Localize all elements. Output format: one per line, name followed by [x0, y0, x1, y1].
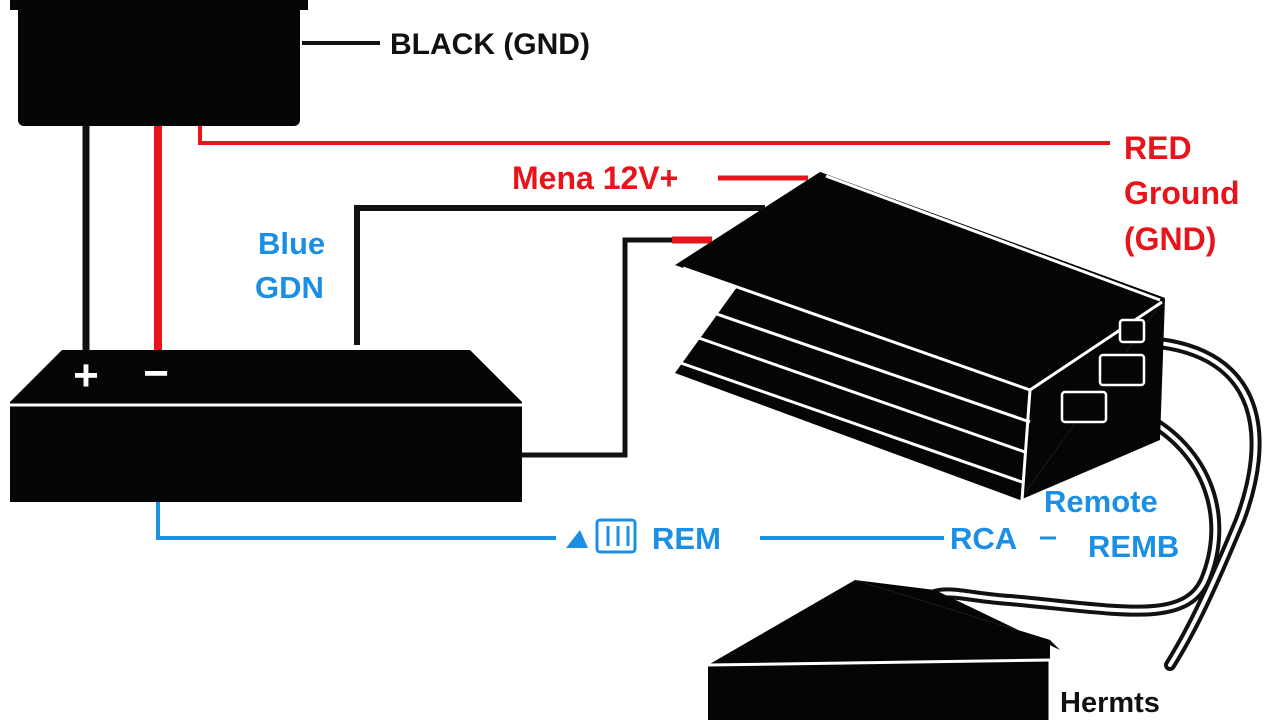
label-remote: Remote	[1044, 484, 1158, 519]
label-black-gnd: BLACK (GND)	[390, 28, 590, 61]
label-mena-12v: Mena 12V+	[512, 160, 678, 196]
label-gnd-paren: (GND)	[1124, 221, 1216, 257]
connector-icon	[566, 518, 637, 554]
rca-cable-inner-core	[933, 413, 1218, 613]
black-battery-side-wire	[522, 237, 675, 458]
rca-cable-outer-core	[1148, 340, 1258, 667]
battery	[10, 350, 522, 502]
red-power-wire-right	[198, 122, 1110, 145]
head-unit	[10, 0, 308, 126]
amplifier	[675, 172, 1165, 501]
label-ground: Ground	[1124, 175, 1240, 211]
label-rca: RCA	[950, 521, 1017, 556]
label-remb: REMB	[1088, 529, 1179, 564]
remote-unit	[707, 580, 1060, 720]
label-red: RED	[1124, 130, 1192, 166]
black-battery-amp-wire	[354, 205, 765, 345]
terminal-plus: +	[73, 351, 99, 400]
blue-remote-wire	[156, 500, 556, 540]
terminal-minus: −	[143, 349, 169, 398]
label-blue: Blue	[258, 226, 325, 261]
label-rem: REM	[652, 521, 721, 556]
label-hermts: Hermts	[1060, 687, 1160, 719]
label-gdn: GDN	[255, 270, 324, 305]
rca-cable-outer	[1144, 336, 1262, 671]
